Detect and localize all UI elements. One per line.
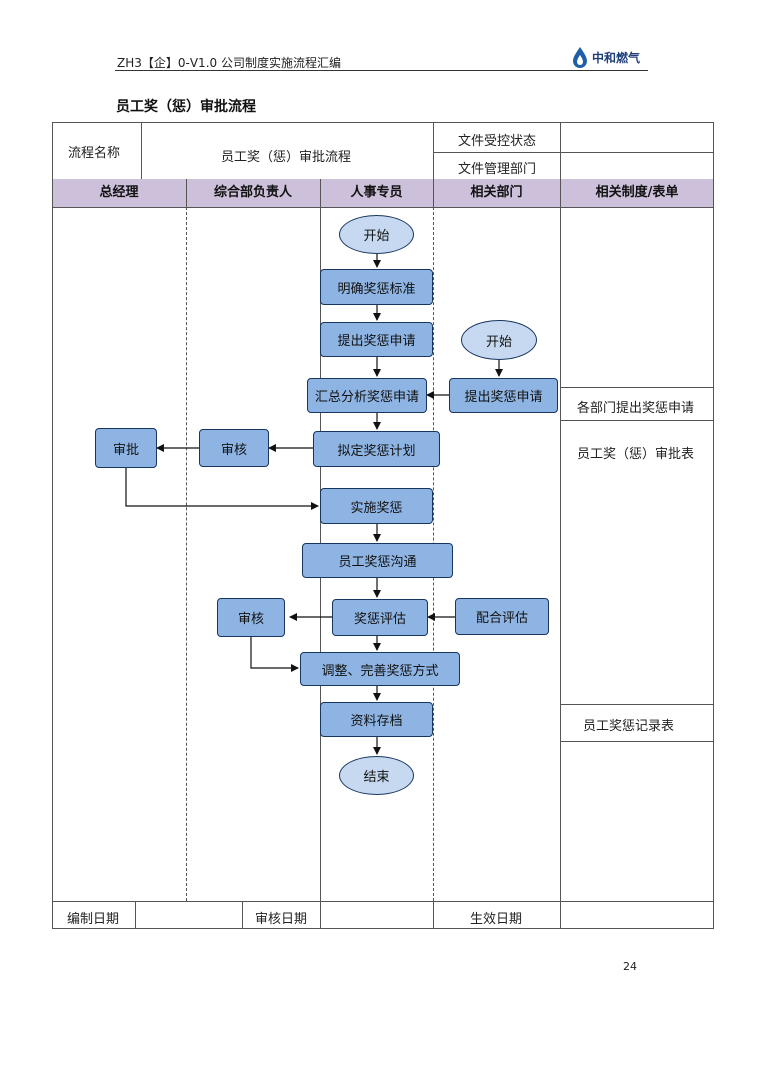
draft-plan-step: 拟定奖惩计划 [313, 431, 440, 467]
lane-hr-specialist: 人事专员 [350, 185, 403, 200]
footer-divider [242, 901, 243, 929]
assist-evaluate-step: 配合评估 [455, 598, 549, 635]
summarize-requests-step: 汇总分析奖惩申请 [307, 378, 427, 413]
page-title: 员工奖（惩）审批流程 [116, 99, 256, 115]
start-terminal: 开始 [339, 215, 414, 254]
lane-forms: 相关制度/表单 [595, 185, 679, 200]
footer-divider [433, 901, 434, 929]
form-approval: 员工奖（惩）审批表 [577, 447, 695, 462]
lane-header-divider [320, 179, 321, 207]
archive-step: 资料存档 [320, 702, 433, 737]
lane-divider-dashed [186, 207, 187, 901]
footer-top-rule [52, 901, 714, 902]
info-col-divider-2 [433, 122, 434, 179]
adjust-method-step: 调整、完善奖惩方式 [300, 652, 460, 686]
flow-name-label: 流程名称 [68, 146, 121, 161]
dept-start-terminal: 开始 [461, 320, 537, 360]
define-standard-step: 明确奖惩标准 [320, 269, 433, 305]
lane-header-divider [433, 179, 434, 207]
submit-request-step: 提出奖惩申请 [320, 322, 433, 357]
control-status-label: 文件受控状态 [458, 134, 537, 149]
lane-general-manager: 总经理 [99, 185, 139, 200]
lane-related-dept: 相关部门 [470, 185, 523, 200]
lane-header-row [53, 179, 713, 207]
review-date-label: 审核日期 [255, 912, 308, 927]
admin-review-step-2: 审核 [217, 598, 285, 637]
admin-review-step: 审核 [199, 429, 269, 467]
communicate-step: 员工奖惩沟通 [302, 543, 453, 578]
info-row-divider [433, 152, 714, 153]
end-terminal: 结束 [339, 756, 414, 795]
arrow-review-to-adjust [250, 637, 299, 672]
page-number: 24 [623, 960, 637, 973]
arrow-approve-to-implement [125, 468, 319, 510]
forms-row-rule [560, 420, 714, 421]
flow-name-value: 员工奖（惩）审批流程 [221, 150, 352, 165]
info-col-divider-3 [560, 122, 561, 179]
evaluate-step: 奖惩评估 [332, 599, 428, 636]
implement-step: 实施奖惩 [320, 488, 433, 524]
management-dept-label: 文件管理部门 [458, 162, 537, 177]
footer-divider [135, 901, 136, 929]
forms-row-rule [560, 704, 714, 705]
lane-admin-head: 综合部负责人 [213, 185, 292, 200]
footer-divider [560, 901, 561, 929]
lane-header-divider [560, 179, 561, 207]
lane-header-bottom-rule [52, 207, 714, 208]
flame-drop-icon [573, 47, 587, 68]
effective-date-label: 生效日期 [470, 912, 523, 927]
logo-text: 中和燃气 [592, 51, 641, 65]
gm-approve-step: 审批 [95, 428, 157, 468]
info-col-divider-1 [141, 122, 142, 179]
compile-date-label: 编制日期 [67, 912, 120, 927]
lane-header-divider [186, 179, 187, 207]
company-logo: 中和燃气 [570, 46, 650, 70]
dept-submit-request-step: 提出奖惩申请 [449, 378, 558, 413]
footer-divider [320, 901, 321, 929]
flow-table [52, 122, 714, 929]
lane-divider [560, 207, 561, 901]
forms-row-rule [560, 387, 714, 388]
form-dept-request: 各部门提出奖惩申请 [577, 401, 695, 416]
header-rule [115, 70, 648, 71]
forms-row-rule [560, 741, 714, 742]
form-record: 员工奖惩记录表 [583, 719, 675, 734]
document-code: ZH3【企】0-V1.0 公司制度实施流程汇编 [117, 56, 341, 70]
